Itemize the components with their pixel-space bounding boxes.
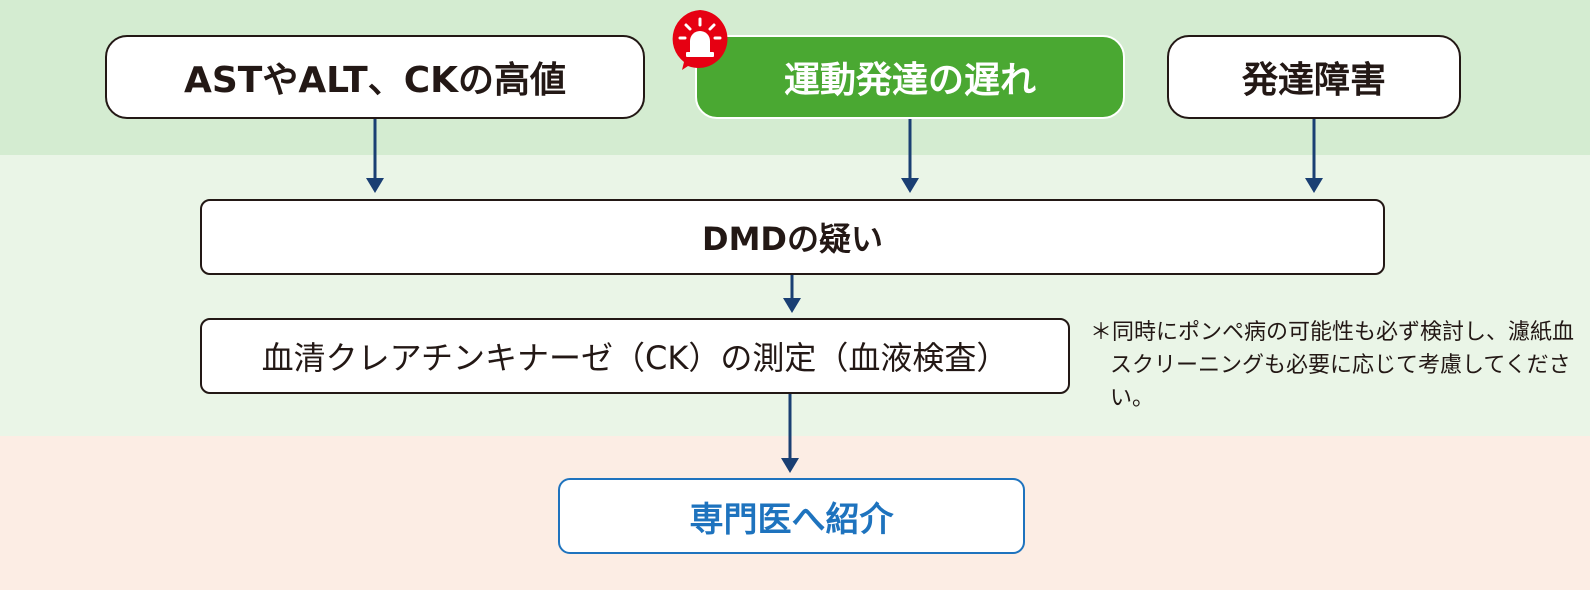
referral-box: 専門医へ紹介 xyxy=(558,478,1025,554)
arrowhead-ast xyxy=(366,178,384,193)
pompe-note: ＊同時にポンペ病の可能性も必ず検討し、濾紙血スクリーニングも必要に応じて考慮して… xyxy=(1090,320,1575,411)
symptom-label-developmental-disorder: 発達障害 xyxy=(1241,60,1386,101)
arrowhead-ck xyxy=(781,458,799,473)
arrowhead-dev xyxy=(1305,178,1323,193)
symptom-label-ast-alt-ck: ASTやALT、CKの高値 xyxy=(183,60,567,101)
arrowhead-motor xyxy=(901,178,919,193)
symptom-box-ast-alt-ck: ASTやALT、CKの高値 xyxy=(105,35,645,119)
dmd-suspicion-label: DMDの疑い xyxy=(702,220,883,258)
symptom-box-motor-delay: 運動発達の遅れ xyxy=(695,35,1125,119)
siren-icon xyxy=(672,10,728,70)
referral-label: 専門医へ紹介 xyxy=(689,499,894,540)
symptom-box-developmental-disorder: 発達障害 xyxy=(1167,35,1461,119)
ck-measurement-box: 血清クレアチンキナーゼ（CK）の測定（血液検査） xyxy=(200,318,1070,394)
dmd-suspicion-box: DMDの疑い xyxy=(200,199,1385,275)
arrowhead-dmd xyxy=(783,298,801,313)
ck-measurement-label: 血清クレアチンキナーゼ（CK）の測定（血液検査） xyxy=(261,339,1009,377)
symptom-label-motor-delay: 運動発達の遅れ xyxy=(783,60,1036,101)
